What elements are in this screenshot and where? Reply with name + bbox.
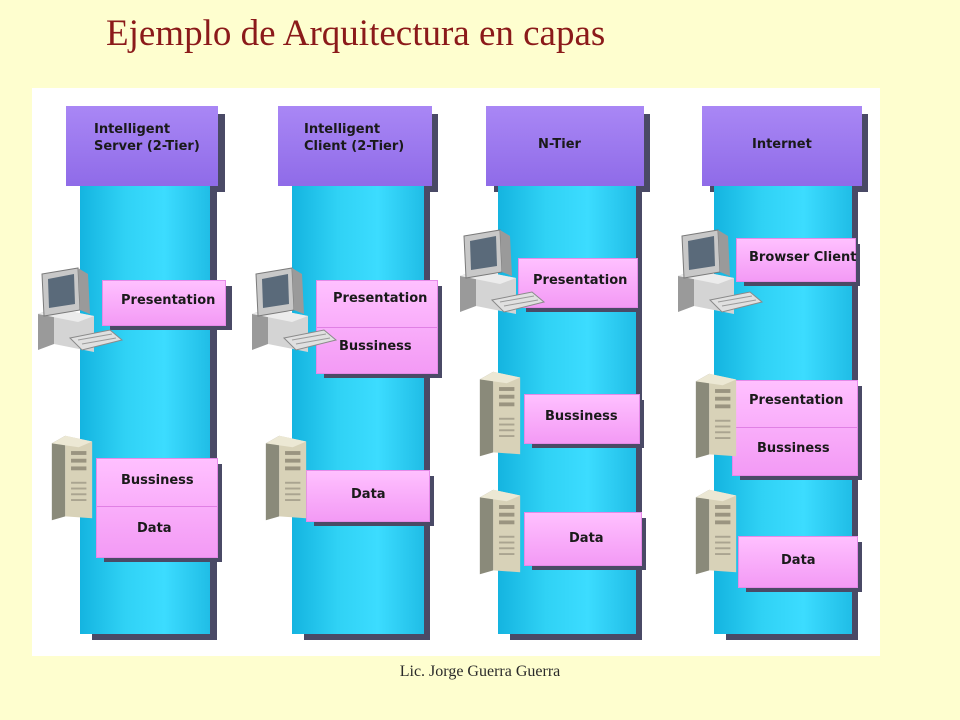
- column-header-label: Intelligent Client (2-Tier): [304, 122, 405, 154]
- server-tower-icon: [692, 486, 740, 576]
- column-header: Intelligent Client (2-Tier): [278, 106, 432, 186]
- column-header-label: Intelligent Server (2-Tier): [94, 122, 200, 154]
- layer-stack-business-data: Bussiness Data: [96, 458, 218, 558]
- desktop-computer-icon: [248, 266, 338, 356]
- layer-label: Data: [781, 553, 816, 568]
- layer-divider: [97, 506, 217, 507]
- column-header: Intelligent Server (2-Tier): [66, 106, 218, 186]
- server-tower-icon: [262, 432, 310, 522]
- layer-data: Data: [738, 536, 858, 588]
- layer-presentation: Presentation: [518, 258, 638, 308]
- column-header: N-Tier: [486, 106, 644, 186]
- desktop-computer-icon: [674, 228, 764, 318]
- layer-label: Data: [351, 487, 386, 502]
- server-tower-icon: [476, 486, 524, 576]
- layer-presentation: Presentation: [102, 280, 226, 326]
- footer-author: Lic. Jorge Guerra Guerra: [399, 663, 561, 680]
- layer-label: Browser Client: [749, 250, 857, 265]
- layer-stack-presentation-business: Presentation Bussiness: [316, 280, 438, 374]
- layer-divider: [733, 427, 857, 428]
- server-tower-icon: [48, 432, 96, 522]
- page-title: Ejemplo de Arquitectura en capas: [106, 13, 606, 54]
- column-body: [292, 186, 424, 634]
- layer-label: Bussiness: [545, 409, 618, 424]
- column-header-label: N-Tier: [538, 137, 581, 152]
- server-tower-icon: [692, 370, 740, 460]
- server-tower-icon: [476, 368, 524, 458]
- column-body: [80, 186, 210, 634]
- layer-label: Bussiness: [121, 473, 194, 488]
- desktop-computer-icon: [456, 228, 546, 318]
- layer-label: Bussiness: [339, 339, 412, 354]
- desktop-computer-icon: [34, 266, 124, 356]
- layer-label: Data: [137, 521, 172, 536]
- layer-label: Presentation: [121, 293, 216, 308]
- architecture-diagram: Intelligent Server (2-Tier) Presentation…: [32, 88, 880, 656]
- layer-label: Data: [569, 531, 604, 546]
- layer-stack-presentation-business: Presentation Bussiness: [732, 380, 858, 476]
- layer-browser-client: Browser Client: [736, 238, 857, 282]
- layer-label: Presentation: [333, 291, 428, 306]
- layer-label: Presentation: [533, 273, 628, 288]
- layer-business: Bussiness: [524, 394, 640, 444]
- column-header-label: Internet: [752, 137, 812, 152]
- layer-divider: [317, 327, 437, 328]
- layer-label: Presentation: [749, 393, 844, 408]
- layer-data: Data: [306, 470, 430, 522]
- layer-data: Data: [524, 512, 642, 566]
- layer-label: Bussiness: [757, 441, 830, 456]
- column-header: Internet: [702, 106, 862, 186]
